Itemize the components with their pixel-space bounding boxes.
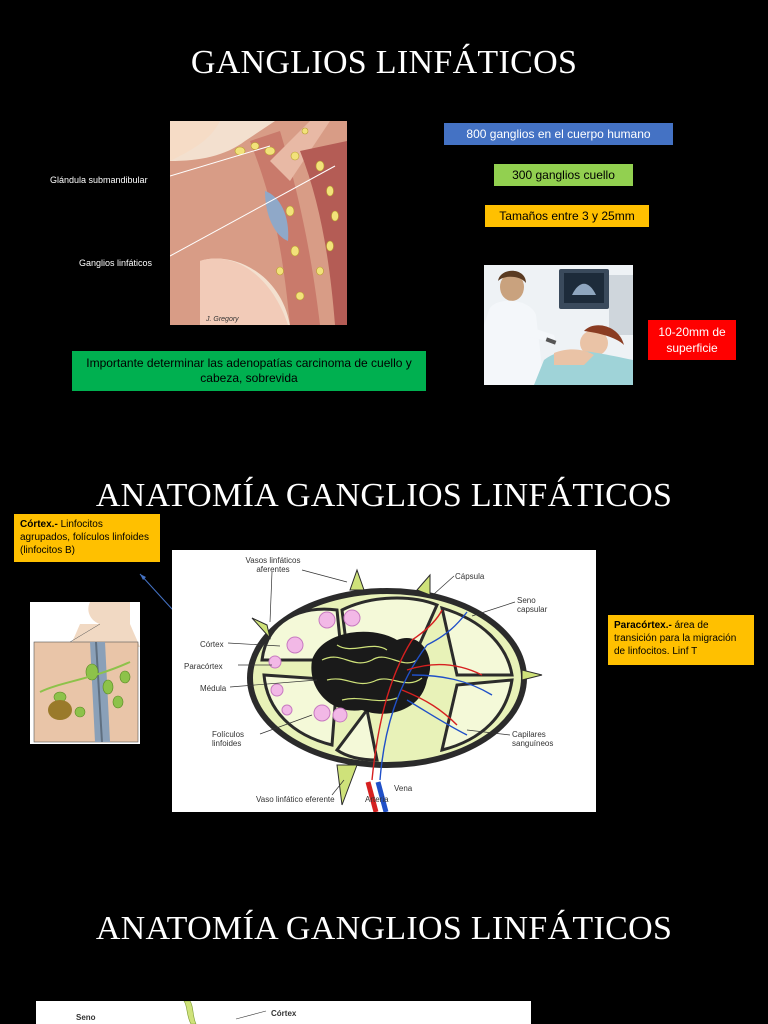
label-capsula: Cápsula <box>455 572 485 581</box>
label-vena: Vena <box>394 784 413 793</box>
note-cortex-text: Linfocitos agrupados, folículos linfoide… <box>20 519 149 556</box>
slide3-label-cortex: Córtex <box>271 1009 297 1018</box>
slide1-title: GANGLIOS LINFÁTICOS <box>190 44 578 81</box>
tag-superficie: 10-20mm de superficie <box>648 320 736 360</box>
slide2-title: ANATOMÍA GANGLIOS LINFÁTICOS <box>95 477 673 514</box>
neck-image-credit: J. Gregory <box>206 316 239 323</box>
label-vasos-aferentes: Vasos linfáticos aferentes <box>245 556 301 574</box>
label-vaso-eferente: Vaso linfático eferente <box>256 795 335 804</box>
label-ganglios-linfaticos: Ganglios linfáticos <box>79 258 153 268</box>
ultrasound-photo <box>484 265 633 385</box>
tag-importante: Importante determinar las adenopatías ca… <box>72 351 426 391</box>
tag-800-ganglios: 800 ganglios en el cuerpo humano <box>444 123 673 145</box>
label-medula: Médula <box>200 684 227 693</box>
label-foliculos: Folículos linfoides <box>212 730 245 748</box>
label-capilares: Capilares sanguíneos <box>512 730 554 748</box>
label-arteria: Arteria <box>365 795 389 804</box>
slide3-diagram: Seno Córtex <box>36 1001 531 1024</box>
note-paracortex: Paracórtex.- área de transición para la … <box>608 615 754 665</box>
diagram-leader-lines <box>227 569 516 796</box>
neck-anatomy-image: J. Gregory <box>170 121 347 325</box>
note-cortex-term: Córtex.- <box>20 519 58 530</box>
label-cortex: Córtex <box>200 640 224 649</box>
tag-tamanos: Tamaños entre 3 y 25mm <box>485 205 649 227</box>
label-submandibular: Glándula submandibular <box>50 175 148 185</box>
slide3-label-seno: Seno <box>76 1013 96 1022</box>
note-cortex: Córtex.- Linfocitos agrupados, folículos… <box>14 514 160 562</box>
slide3-title: ANATOMÍA GANGLIOS LINFÁTICOS <box>95 910 673 947</box>
lymph-node-diagram: Vasos linfáticos aferentes Cápsula Seno … <box>172 550 596 812</box>
neck-lymph-image <box>30 602 140 744</box>
note-paracortex-term: Paracórtex.- <box>614 620 672 631</box>
label-seno-capsular: Seno capsular <box>517 596 548 614</box>
tag-300-ganglios: 300 ganglios cuello <box>494 164 633 186</box>
label-paracortex: Paracórtex <box>184 662 223 671</box>
note-paracortex-text: área de transición para la migración de … <box>614 620 737 657</box>
